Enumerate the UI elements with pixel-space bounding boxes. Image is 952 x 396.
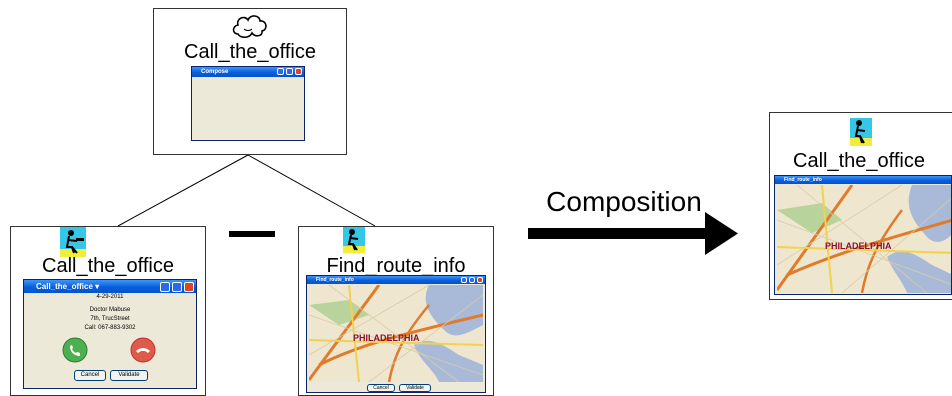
find-route-window[interactable]: Find_route_info PHILADELPHIA Cancel Vali… xyxy=(306,275,486,393)
find-route-label: Find_route_info xyxy=(326,255,466,277)
map-city-label: PHILADELPHIA xyxy=(825,241,892,251)
find-route-box: Find_route_info Find_route_info PHILADEL… xyxy=(298,226,494,396)
contact-name: Doctor Mabuse xyxy=(89,307,131,313)
person-at-desk-icon xyxy=(850,118,872,146)
contact-address: 7th, TrucStreet xyxy=(90,316,130,322)
call-office-box: Call_the_office Call_the_office ▾ 4-29-2… xyxy=(10,226,206,396)
composition-arrow-head xyxy=(705,212,738,255)
window-title: Compose xyxy=(201,69,229,75)
tree-edge-left xyxy=(117,154,249,227)
tree-edge-right xyxy=(247,154,376,227)
map-city-label: PHILADELPHIA xyxy=(353,333,420,343)
cancel-button[interactable]: Cancel xyxy=(367,384,395,392)
window-title: Find_route_info xyxy=(316,277,354,283)
call-date: 4-29-2011 xyxy=(96,294,124,300)
call-office-window[interactable]: Call_the_office ▾ 4-29-2011 Doctor Mabus… xyxy=(23,279,197,389)
validate-button[interactable]: Validate xyxy=(399,384,431,392)
top-task-box: Call_the_office Compose xyxy=(153,8,347,155)
composition-label: Composition xyxy=(546,186,702,217)
accept-call-icon[interactable] xyxy=(62,337,88,363)
contact-phone: Call: 067-883-9302 xyxy=(84,325,136,331)
compose-window[interactable]: Compose xyxy=(191,66,305,141)
composed-task-box: Call_the_office Find_route_info PHILADEL… xyxy=(769,112,952,300)
reject-call-icon[interactable] xyxy=(130,337,156,363)
window-title: Find_route_info xyxy=(784,177,822,183)
window-title: Call_the_office xyxy=(36,282,93,291)
person-at-desk-icon xyxy=(60,227,86,257)
composition-arrow-shaft xyxy=(528,228,708,239)
call-office-label: Call_the_office xyxy=(42,255,174,277)
route-map[interactable]: PHILADELPHIA xyxy=(309,285,483,382)
top-task-label: Call_the_office xyxy=(184,41,316,63)
route-map[interactable]: PHILADELPHIA xyxy=(777,185,951,293)
person-at-desk-icon xyxy=(343,227,365,253)
composed-task-label: Call_the_office xyxy=(793,150,925,172)
composed-window[interactable]: Find_route_info PHILADELPHIA xyxy=(774,175,952,295)
validate-button[interactable]: Validate xyxy=(110,370,148,381)
cloud-icon xyxy=(232,15,267,39)
minus-sign xyxy=(229,231,275,237)
cancel-button[interactable]: Cancel xyxy=(74,370,106,381)
